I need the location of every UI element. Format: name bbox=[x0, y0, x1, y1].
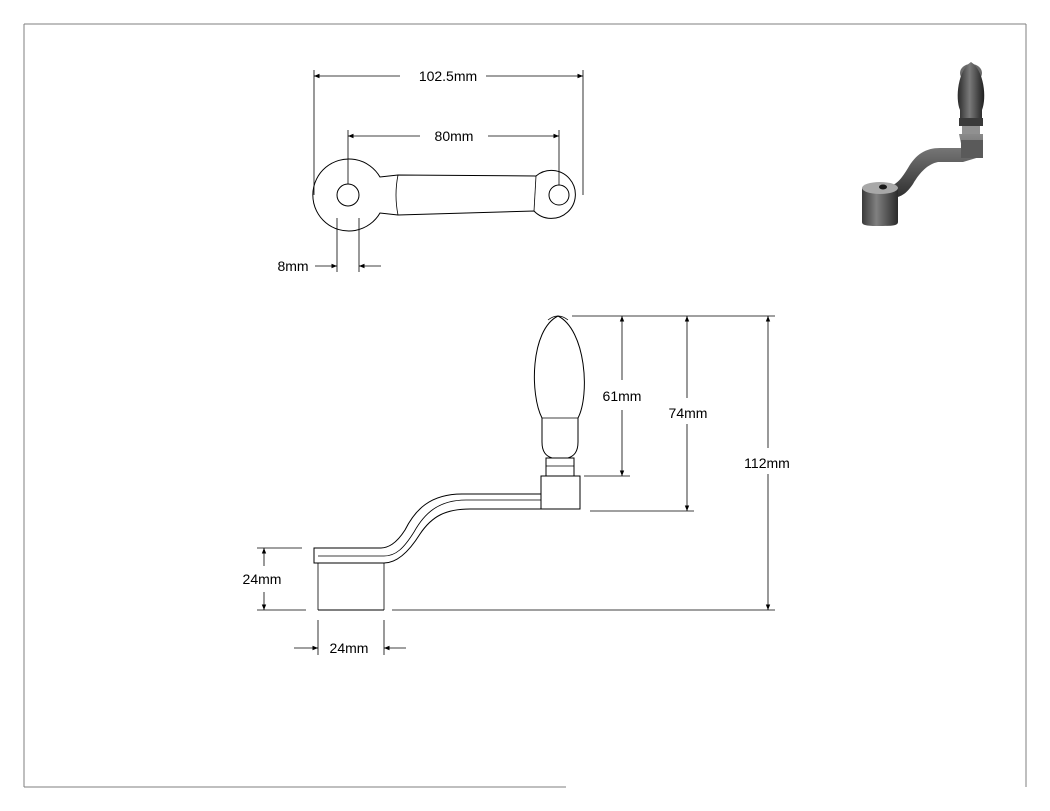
dimension-hub-diameter: 24mm bbox=[294, 620, 406, 656]
dim-label-hole-diameter: 8mm bbox=[277, 258, 308, 274]
dim-label-arm-height: 74mm bbox=[669, 405, 708, 421]
front-view: 61mm 74mm 112mm 24mm bbox=[243, 315, 790, 656]
dimension-hub-height: 24mm bbox=[243, 547, 306, 611]
top-view: 102.5mm 80mm 8mm bbox=[277, 68, 584, 274]
dim-label-total-height: 112mm bbox=[744, 455, 790, 471]
dimension-hole-diameter: 8mm bbox=[277, 218, 381, 274]
hub-bore-hole bbox=[336, 183, 360, 207]
dimension-knob-height: 61mm bbox=[572, 315, 642, 477]
dimension-arm-height: 74mm bbox=[590, 315, 708, 512]
dimension-total-height: 112mm bbox=[392, 315, 790, 611]
dim-label-hub-diameter: 24mm bbox=[330, 640, 369, 656]
dim-label-hole-spacing: 80mm bbox=[435, 128, 474, 144]
isometric-render bbox=[862, 62, 985, 226]
crank-arm-top-outline bbox=[312, 158, 576, 232]
knob-outline bbox=[533, 315, 585, 477]
arm-render bbox=[870, 134, 983, 198]
knob-pin-hole bbox=[548, 184, 570, 206]
crank-arm-front-outline bbox=[313, 475, 581, 611]
dim-label-overall-length: 102.5mm bbox=[419, 68, 477, 84]
bore-render bbox=[879, 184, 887, 190]
hub-render bbox=[862, 188, 898, 226]
knob-render bbox=[957, 62, 985, 118]
dimension-hole-spacing: 80mm bbox=[347, 128, 560, 185]
dimension-overall-length: 102.5mm bbox=[313, 68, 584, 195]
dim-label-knob-height: 61mm bbox=[603, 388, 642, 404]
dim-label-hub-height: 24mm bbox=[243, 571, 282, 587]
drawing-frame bbox=[23, 23, 1027, 788]
